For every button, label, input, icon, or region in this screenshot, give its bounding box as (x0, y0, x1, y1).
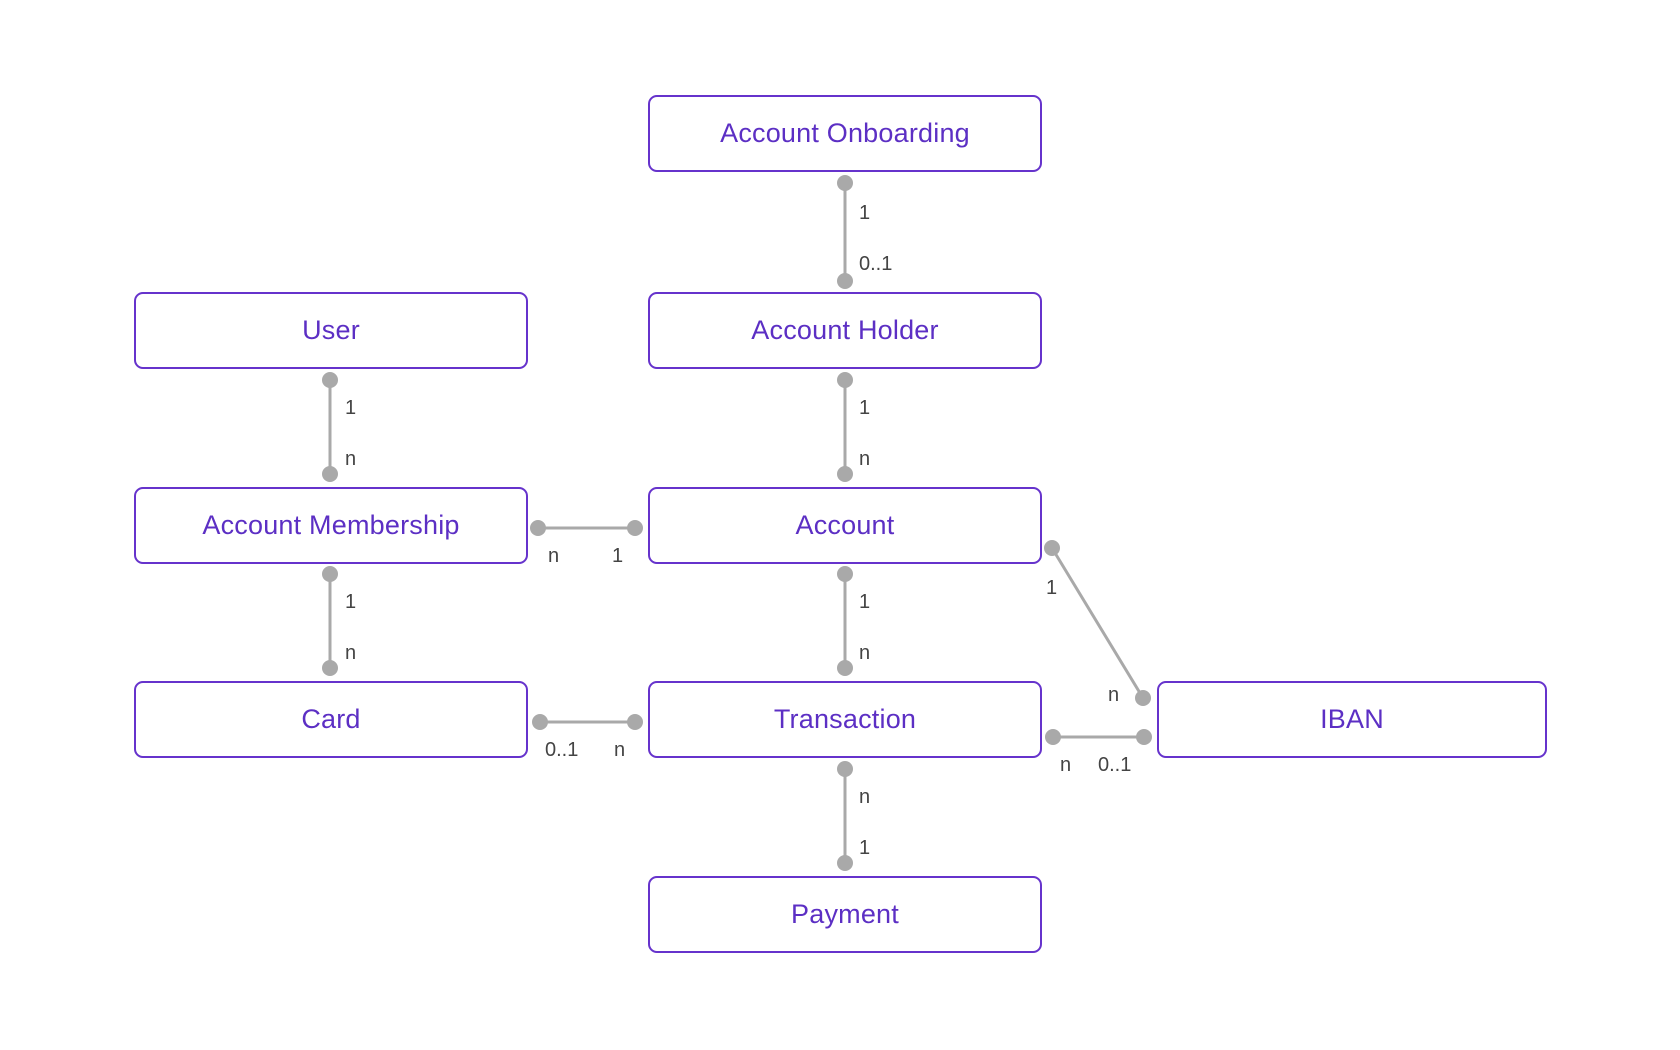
cardinality-label-from-transaction-payment: n (859, 786, 871, 808)
connector-endpoint-start-account-transaction (837, 566, 853, 582)
cardinality-label-to-membership-card: n (345, 642, 357, 664)
connector-membership-account[interactable] (530, 520, 643, 536)
entity-label-account-holder: Account Holder (751, 315, 939, 345)
cardinality-label-from-membership-card: 1 (345, 591, 357, 613)
cardinality-label-to-transaction-payment: 1 (859, 837, 871, 859)
entity-box-card[interactable]: Card (134, 681, 528, 758)
connector-endpoint-start-membership-account (530, 520, 546, 536)
cardinality-label-to-card-transaction: n (614, 739, 626, 761)
connector-onboarding-holder[interactable] (837, 175, 853, 289)
connector-endpoint-end-account-iban (1135, 690, 1151, 706)
entity-label-iban: IBAN (1320, 704, 1384, 734)
cardinality-label-from-user-membership: 1 (345, 397, 357, 419)
connector-endpoint-start-card-transaction (532, 714, 548, 730)
cardinality-label-to-transaction-iban: 0..1 (1098, 754, 1132, 776)
entity-label-account-membership: Account Membership (202, 510, 460, 540)
entity-box-account-holder[interactable]: Account Holder (648, 292, 1042, 369)
entity-box-account[interactable]: Account (648, 487, 1042, 564)
connector-endpoint-end-holder-account (837, 466, 853, 482)
entity-label-payment: Payment (791, 899, 899, 929)
connector-card-transaction[interactable] (532, 714, 643, 730)
connector-endpoint-start-onboarding-holder (837, 175, 853, 191)
cardinality-label-from-membership-account: n (548, 545, 560, 567)
cardinality-label-to-onboarding-holder: 0..1 (859, 253, 893, 275)
connector-transaction-payment[interactable] (837, 761, 853, 871)
connector-endpoint-start-transaction-payment (837, 761, 853, 777)
entity-box-iban[interactable]: IBAN (1157, 681, 1547, 758)
connector-endpoint-start-account-iban (1044, 540, 1060, 556)
connector-account-transaction[interactable] (837, 566, 853, 676)
cardinality-label-from-account-iban: 1 (1046, 577, 1058, 599)
entity-box-transaction[interactable]: Transaction (648, 681, 1042, 758)
connector-holder-account[interactable] (837, 372, 853, 482)
connector-endpoint-start-holder-account (837, 372, 853, 388)
connector-endpoint-end-onboarding-holder (837, 273, 853, 289)
entity-label-account-onboarding: Account Onboarding (720, 118, 970, 148)
connector-account-iban[interactable] (1044, 540, 1151, 706)
connector-endpoint-end-membership-account (627, 520, 643, 536)
entity-label-card: Card (301, 704, 361, 734)
connector-user-membership[interactable] (322, 372, 338, 482)
entity-box-payment[interactable]: Payment (648, 876, 1042, 953)
cardinality-label-to-user-membership: n (345, 448, 357, 470)
connector-endpoint-end-membership-card (322, 660, 338, 676)
cardinality-label-from-account-transaction: 1 (859, 591, 871, 613)
connector-endpoint-end-card-transaction (627, 714, 643, 730)
entity-label-user: User (302, 315, 360, 345)
cardinality-label-from-card-transaction: 0..1 (545, 739, 579, 761)
cardinality-label-to-membership-account: 1 (612, 545, 624, 567)
entity-box-user[interactable]: User (134, 292, 528, 369)
cardinality-label-from-transaction-iban: n (1060, 754, 1072, 776)
connector-endpoint-start-transaction-iban (1045, 729, 1061, 745)
entity-box-account-membership[interactable]: Account Membership (134, 487, 528, 564)
connector-endpoint-start-membership-card (322, 566, 338, 582)
connector-transaction-iban[interactable] (1045, 729, 1152, 745)
entity-label-account: Account (795, 510, 895, 540)
cardinality-label-to-account-transaction: n (859, 642, 871, 664)
entity-box-account-onboarding[interactable]: Account Onboarding (648, 95, 1042, 172)
connector-membership-card[interactable] (322, 566, 338, 676)
cardinality-label-from-onboarding-holder: 1 (859, 202, 871, 224)
cardinality-label-to-holder-account: n (859, 448, 871, 470)
connector-endpoint-end-account-transaction (837, 660, 853, 676)
entity-label-transaction: Transaction (773, 704, 917, 734)
cardinality-label-from-holder-account: 1 (859, 397, 871, 419)
connector-endpoint-start-user-membership (322, 372, 338, 388)
connector-line-account-iban (1050, 546, 1145, 700)
cardinality-label-to-account-iban: n (1108, 684, 1120, 706)
connector-endpoint-end-transaction-iban (1136, 729, 1152, 745)
connector-endpoint-end-transaction-payment (837, 855, 853, 871)
connector-endpoint-end-user-membership (322, 466, 338, 482)
